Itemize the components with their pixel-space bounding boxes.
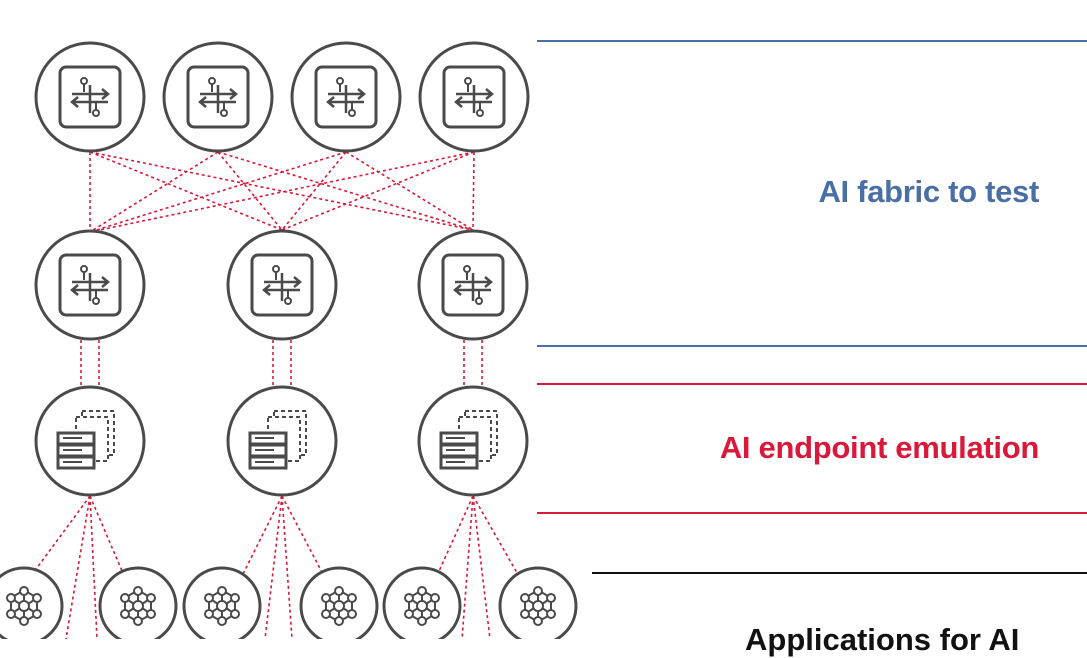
spine-leaf-links: [89, 151, 475, 233]
leaf-switch: [226, 229, 338, 341]
spine-switch: [418, 41, 530, 153]
network-diagram: [0, 40, 1087, 639]
endpoint-server: [417, 385, 529, 497]
gpu-node: [0, 566, 64, 639]
endpoint-server: [226, 385, 338, 497]
gpu-node: [182, 566, 262, 639]
leaf-switch: [417, 229, 529, 341]
fabric-layer-label: AI fabric to test: [818, 174, 1039, 209]
server-gpu-links: [27, 495, 521, 639]
spine-switch: [290, 41, 402, 153]
leaf-server-links: [80, 340, 483, 386]
gpu-node: [382, 566, 462, 639]
spine-switch: [162, 41, 274, 153]
applications-layer-label: Applications for AI: [745, 622, 1020, 657]
endpoint-layer-label: AI endpoint emulation: [719, 430, 1039, 465]
gpu-node: [98, 566, 178, 639]
endpoint-server: [34, 385, 146, 497]
gpu-node: [498, 566, 578, 639]
spine-switch: [34, 41, 146, 153]
leaf-switch: [34, 229, 146, 341]
gpu-node: [299, 566, 379, 639]
